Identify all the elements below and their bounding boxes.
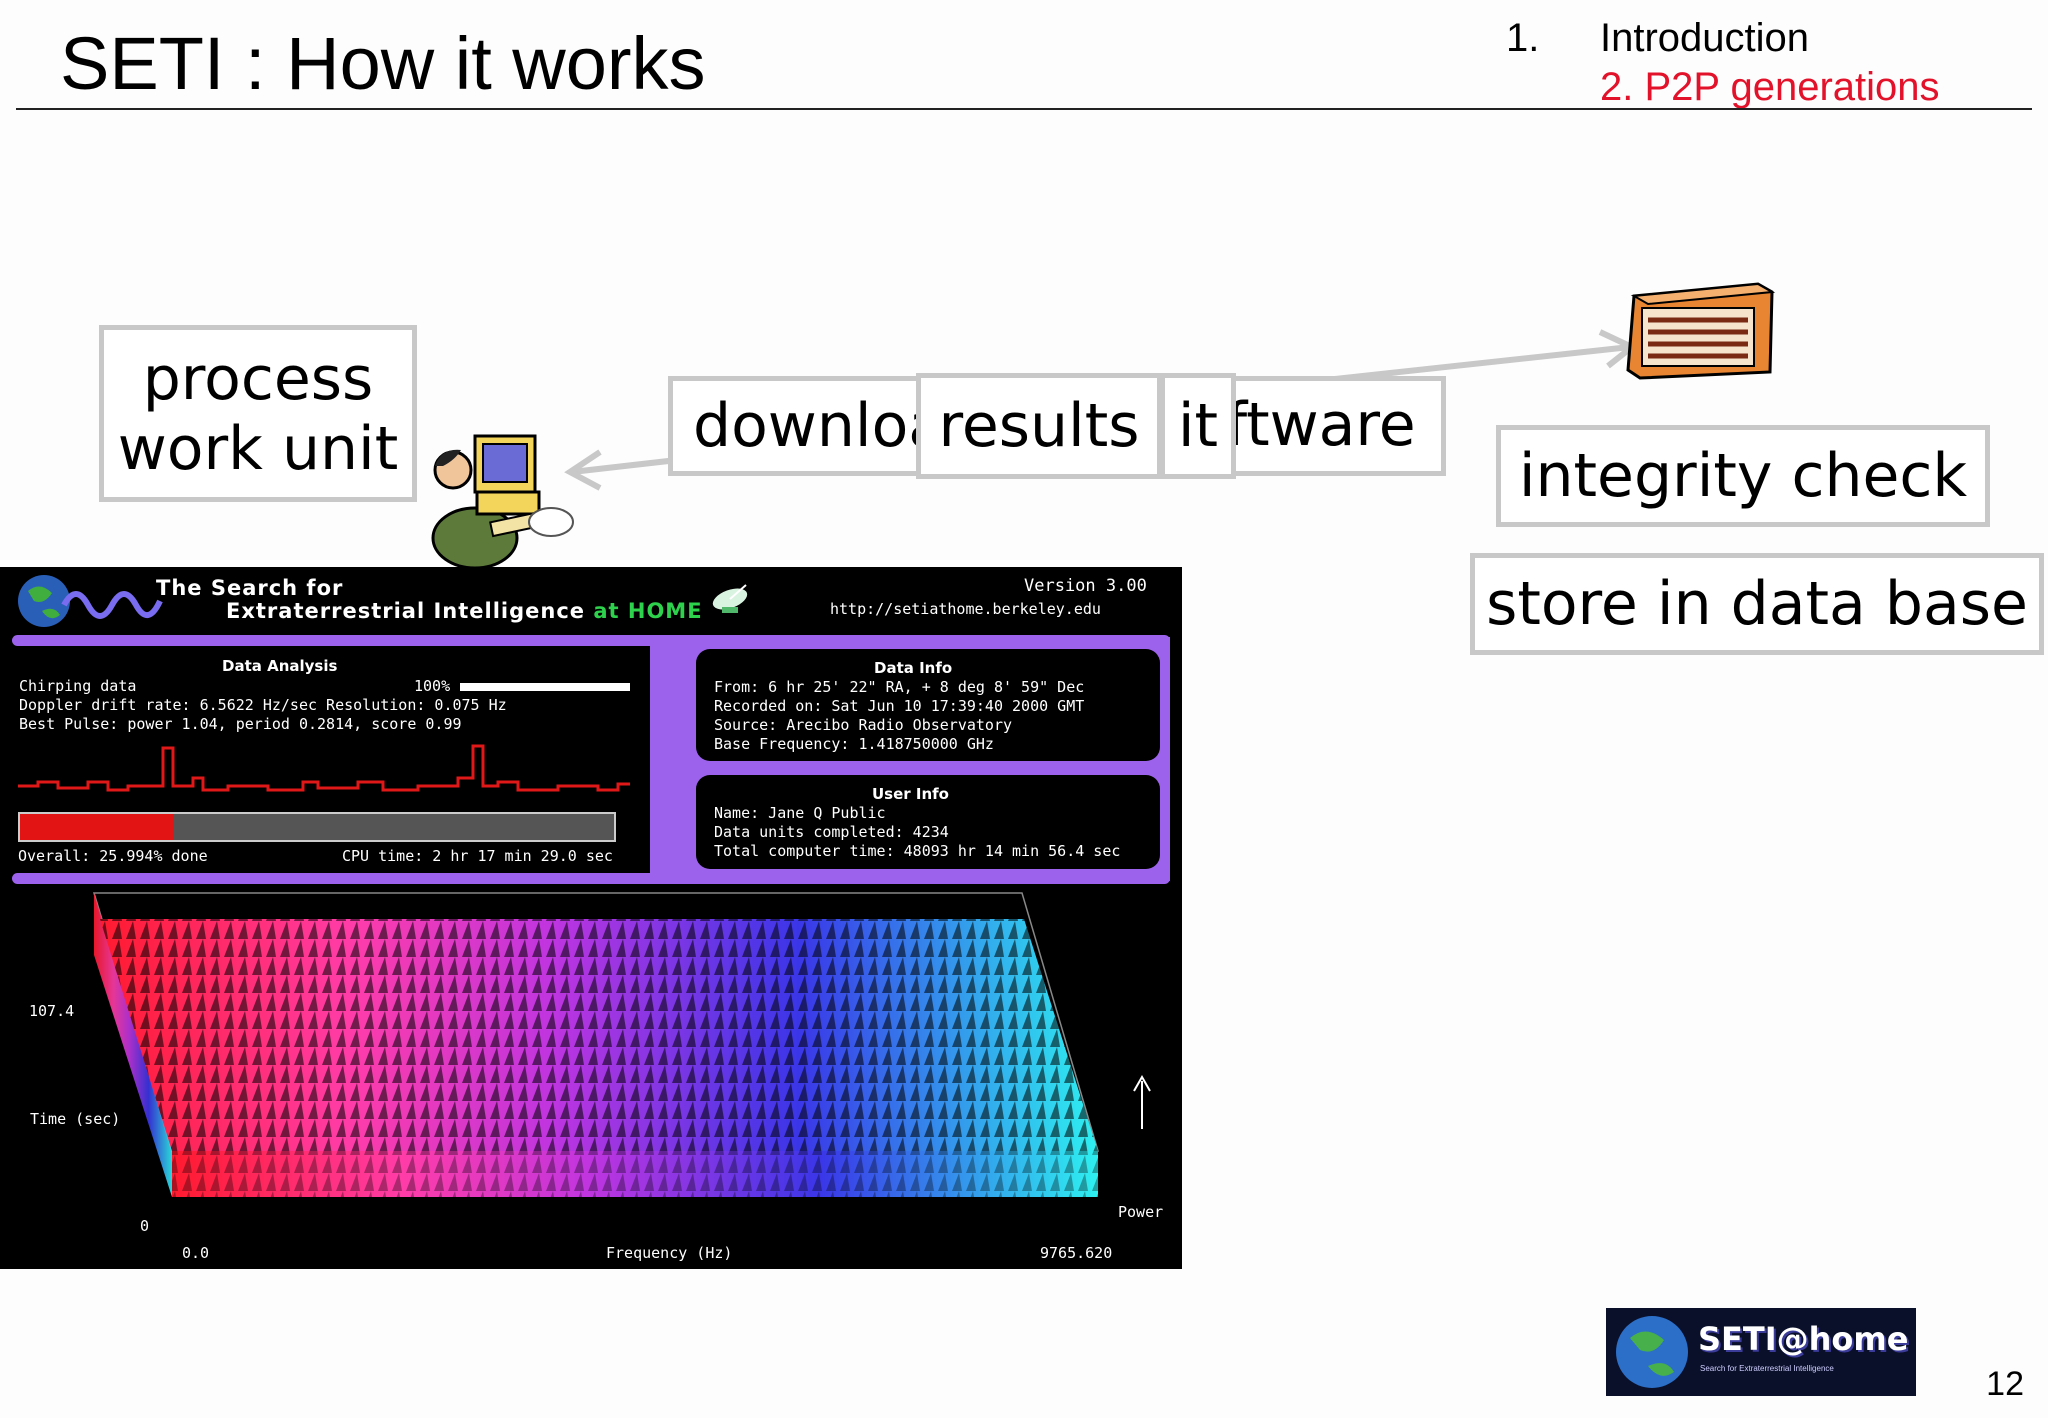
- chirping-label: Chirping data: [19, 677, 137, 695]
- y-axis-label: Time (sec): [30, 1110, 121, 1128]
- outline-item-introduction: Introduction: [1600, 16, 1810, 60]
- data-info-from: From: 6 hr 25' 22" RA, + 8 deg 8' 59" De…: [714, 678, 1085, 696]
- overall-progress-track: [18, 812, 616, 842]
- seti-header-home: at HOME: [593, 599, 703, 623]
- data-analysis-heading: Data Analysis: [222, 657, 338, 675]
- data-info-base-frequency: Base Frequency: 1.418750000 GHz: [714, 735, 994, 753]
- chirp-percent: 100%: [414, 677, 451, 695]
- seti-header-line1: The Search for: [156, 576, 344, 600]
- purple-bar-bottom: [12, 873, 1170, 884]
- seti-header-eti: Extraterrestrial Intelligence: [226, 599, 586, 623]
- user-info-name: Name: Jane Q Public: [714, 804, 886, 822]
- results-box: results: [916, 373, 1162, 479]
- cpu-time: CPU time: 2 hr 17 min 29.0 sec: [342, 847, 613, 865]
- user-info-units: Data units completed: 4234: [714, 823, 949, 841]
- y-tick-zero: 0: [140, 1217, 150, 1235]
- seti-home-logo: SETI@home Search for Extraterrestrial In…: [1606, 1308, 1916, 1396]
- outline-item-p2p-generations: 2. P2P generations: [1600, 65, 1940, 109]
- seti-version: Version 3.00: [1024, 576, 1147, 596]
- data-info-heading: Data Info: [874, 659, 953, 677]
- person-computer-icon: [431, 434, 574, 570]
- chirp-progress-fill: [460, 683, 630, 691]
- outline-number: 1.: [1506, 16, 1540, 60]
- process-work-unit-box: process work unit: [99, 325, 417, 502]
- x-axis-label: Frequency (Hz): [606, 1244, 733, 1262]
- best-pulse-line: Best Pulse: power 1.04, period 0.2814, s…: [19, 715, 462, 733]
- spectrum-plot: [92, 892, 1151, 1197]
- logo-subtext: Search for Extraterrestrial Intelligence: [1700, 1364, 1834, 1373]
- page-number: 12: [1986, 1365, 2024, 1403]
- purple-bar-top: [12, 635, 1170, 646]
- user-info-pane: [696, 775, 1160, 869]
- x-tick-start: 0.0: [182, 1244, 210, 1262]
- satellite-dish-icon: [712, 584, 748, 613]
- seti-header-line2: Extraterrestrial Intelligence at HOME: [226, 599, 703, 623]
- y-tick-top: 107.4: [29, 1002, 75, 1020]
- logo-globe-icon: [1616, 1316, 1688, 1388]
- data-info-source: Source: Arecibo Radio Observatory: [714, 716, 1013, 734]
- logo-text: SETI@home: [1698, 1320, 1909, 1358]
- power-label: Power: [1118, 1203, 1164, 1221]
- x-tick-end: 9765.620: [1040, 1244, 1113, 1262]
- data-info-recorded: Recorded on: Sat Jun 10 17:39:40 2000 GM…: [714, 697, 1085, 715]
- chirp-progress-track: [460, 683, 630, 691]
- slide-title: SETI : How it works: [60, 22, 706, 105]
- pulse-graph: [18, 744, 630, 792]
- globe-wave-icon: [18, 575, 163, 627]
- seti-screensaver-window: The Search for Extraterrestrial Intellig…: [0, 567, 1182, 1269]
- data-info-pane: [696, 649, 1160, 761]
- seti-url: http://setiathome.berkeley.edu: [830, 600, 1101, 618]
- user-info-heading: User Info: [872, 785, 949, 803]
- overall-progress-fill: [20, 814, 175, 840]
- integrity-check-box: integrity check: [1496, 425, 1990, 527]
- server-icon: [1626, 282, 1776, 380]
- title-divider: [16, 108, 2032, 110]
- overall-done: Overall: 25.994% done: [18, 847, 208, 865]
- it-box: it: [1160, 373, 1236, 479]
- store-in-database-box: store in data base: [1470, 553, 2044, 655]
- arrowhead-client: [564, 449, 602, 491]
- doppler-line: Doppler drift rate: 6.5622 Hz/sec Resolu…: [19, 696, 507, 714]
- user-info-total-time: Total computer time: 48093 hr 14 min 56.…: [714, 842, 1121, 860]
- software-label: ftware: [1226, 390, 1416, 460]
